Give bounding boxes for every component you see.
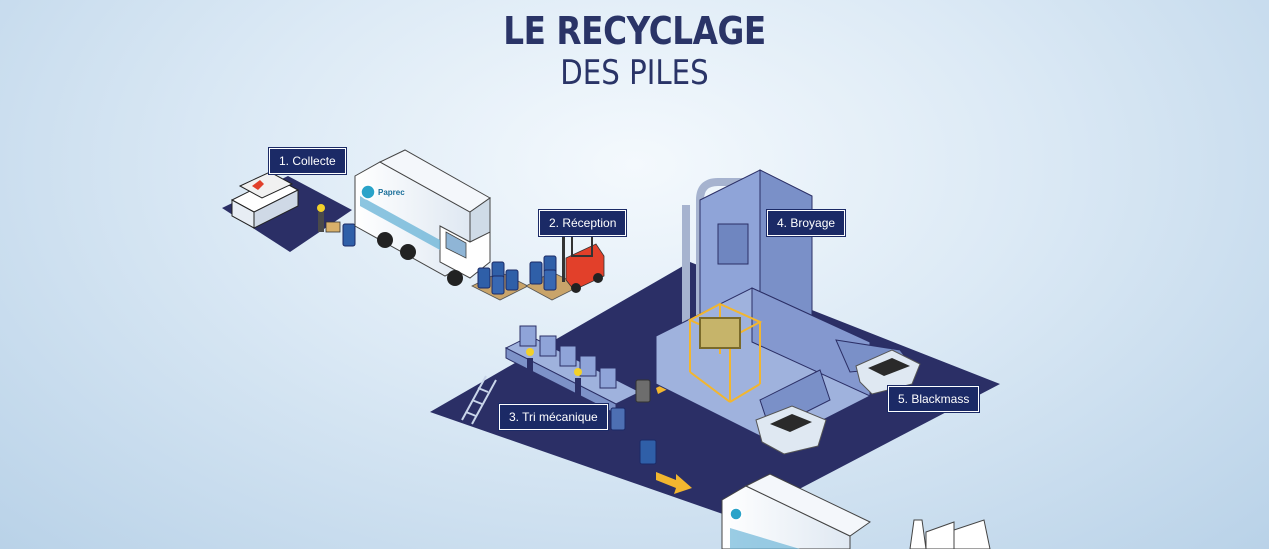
step-label-collecte: 1. Collecte	[269, 148, 346, 174]
step-label-blackmass: 5. Blackmass	[888, 386, 980, 412]
collection-truck: Paprec	[354, 149, 491, 286]
factory-building	[909, 519, 991, 549]
title-block: LE RECYCLAGE DES PILES	[0, 8, 1269, 92]
page-subtitle: DES PILES	[560, 53, 709, 93]
arrow-to-truck-icon	[656, 472, 692, 494]
blackmass-bins	[755, 349, 921, 455]
store-logo-icon	[252, 180, 264, 190]
step-label-broyage: 4. Broyage	[767, 210, 846, 236]
step-label-tri-mecanique: 3. Tri mécanique	[499, 404, 608, 430]
battery-cage	[687, 302, 763, 403]
collection-point	[222, 171, 356, 252]
brand-logo-icon	[360, 184, 376, 200]
truck-brand: Paprec	[378, 188, 405, 197]
page-title: LE RECYCLAGE	[503, 9, 766, 53]
step-label-reception: 2. Réception	[539, 210, 627, 236]
sorting-line	[461, 325, 657, 465]
reception-area	[471, 235, 605, 301]
transport-truck	[721, 473, 871, 549]
